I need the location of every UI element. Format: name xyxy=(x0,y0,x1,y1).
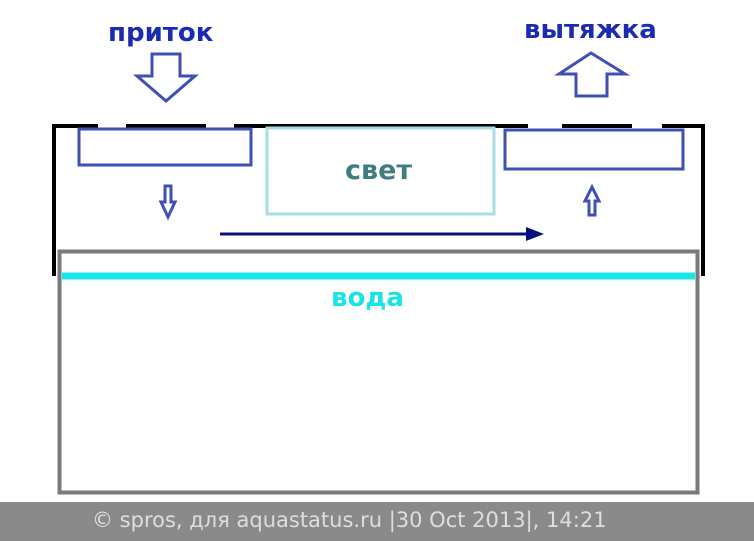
watermark-text: © spros, для aquastatus.ru |30 Oct 2013|… xyxy=(92,508,607,532)
inflow-arrow-icon xyxy=(132,52,200,103)
water-label: вода xyxy=(331,283,404,313)
exhaust-vent xyxy=(503,128,685,171)
exhaust-arrow-icon xyxy=(553,51,631,98)
watermark-footer: © spros, для aquastatus.ru |30 Oct 2013|… xyxy=(0,502,754,541)
inflow-label: приток xyxy=(108,18,214,48)
light-box xyxy=(265,126,496,216)
aquarium-tank xyxy=(57,249,700,495)
light-label: свет xyxy=(345,155,413,186)
exhaust-label: вытяжка xyxy=(524,15,657,45)
lid-outline xyxy=(52,124,705,276)
air-down-arrow-icon xyxy=(158,184,178,221)
air-up-arrow-icon xyxy=(582,183,602,217)
airflow-arrow-icon xyxy=(220,227,544,241)
inflow-vent xyxy=(77,127,253,167)
